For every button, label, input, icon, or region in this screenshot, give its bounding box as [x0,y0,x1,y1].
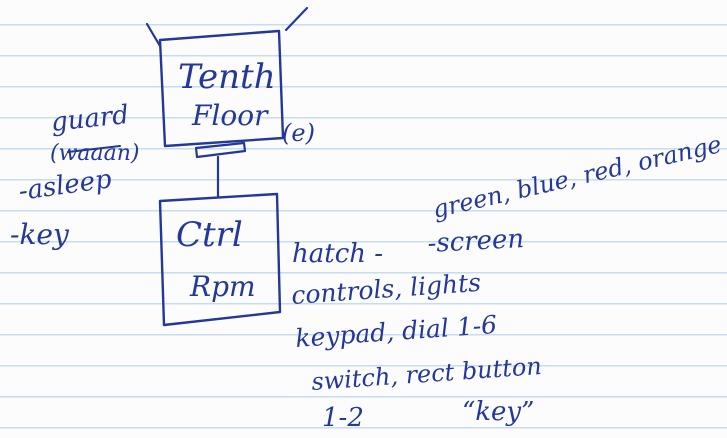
key-note: -key [10,218,70,251]
connector-plate [196,143,245,157]
keypad-note: keypad, dial 1-6 [294,310,498,353]
key-quote-note: “key” [462,397,534,427]
antenna-left-stroke [147,24,160,46]
colors-note: green, blue, red, orange [430,130,724,224]
antenna-right-stroke [286,8,307,30]
struck-note: (waaan) [50,141,140,166]
floor-tag: (e) [282,119,315,147]
range-note: 1-2 [322,403,364,433]
hatch-note: hatch - [292,239,383,269]
ctrl-room-box [160,194,280,325]
asleep-note: -asleep [17,164,114,207]
ctrl-label: Ctrl [176,215,243,255]
switch-note: switch, rect button [310,352,542,396]
guard-note: guard [50,100,131,138]
floor-label: Floor [191,99,269,132]
controls-note: controls, lights [290,268,481,310]
tenth-label: Tenth [178,57,276,97]
room-label: Rpm [189,270,256,303]
screen-note: -screen [427,224,525,259]
